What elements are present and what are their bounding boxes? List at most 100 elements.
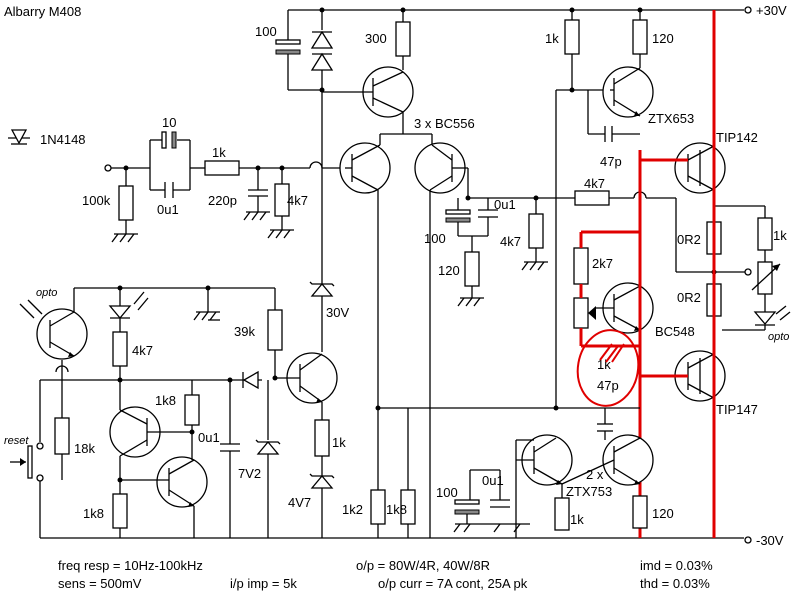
resistor-300 xyxy=(395,21,411,57)
diode-legend-symbol xyxy=(8,129,30,145)
label-cap-0u1-prot: 0u1 xyxy=(198,430,220,445)
resistor-1k-top xyxy=(564,19,580,55)
label-4k7-opto: 4k7 xyxy=(132,343,153,358)
input-terminal xyxy=(104,164,112,172)
label-cap-0u1-mid: 0u1 xyxy=(494,197,516,212)
label-100k: 100k xyxy=(82,193,111,208)
label-ztx653: ZTX653 xyxy=(648,111,694,126)
label-cap-100-mid: 100 xyxy=(424,231,446,246)
transistor-ztx753-b xyxy=(602,434,654,486)
resistor-18k xyxy=(54,417,70,455)
spec-thd: thd = 0.03% xyxy=(640,576,710,591)
label-cap-0u1-bottom: 0u1 xyxy=(482,473,504,488)
diode-top-2 xyxy=(310,52,334,71)
led-indicator xyxy=(108,305,132,320)
resistor-4k7-mid xyxy=(528,213,544,249)
negative-rail-label: -30V xyxy=(756,533,784,548)
label-4k7-in: 4k7 xyxy=(287,193,308,208)
label-39k: 39k xyxy=(234,324,255,339)
label-reset: reset xyxy=(4,435,29,447)
label-cap-100-top: 100 xyxy=(255,24,277,39)
label-1k2: 1k2 xyxy=(342,502,363,517)
label-220p: 220p xyxy=(208,193,237,208)
label-tip142: TIP142 xyxy=(716,130,758,145)
ground-100k xyxy=(111,233,138,243)
transistor-prot-b xyxy=(156,456,208,508)
label-2k7: 2k7 xyxy=(592,256,613,271)
resistor-1k8-c xyxy=(112,493,128,529)
negative-terminal xyxy=(744,536,752,544)
opto-led-right xyxy=(753,311,777,326)
label-ztx753-2: ZTX753 xyxy=(566,484,612,499)
label-18k: 18k xyxy=(74,441,95,456)
resistor-1k-right xyxy=(757,217,773,251)
label-120-bottom: 120 xyxy=(652,506,674,521)
label-bc548: BC548 xyxy=(655,324,695,339)
spec-output-current: o/p curr = 7A cont, 25A pk xyxy=(378,576,528,591)
label-ztx753-1: 2 x xyxy=(586,467,604,482)
label-bc556: 3 x BC556 xyxy=(414,116,475,131)
label-120-mid: 120 xyxy=(438,263,460,278)
resistor-1k2 xyxy=(370,489,386,525)
resistor-1k8-b xyxy=(184,394,200,426)
cap-10-plate xyxy=(161,131,167,149)
resistor-1k-zener xyxy=(314,419,330,457)
resistor-120-bottom xyxy=(632,495,648,529)
label-1k8-c: 1k8 xyxy=(83,506,104,521)
resistor-4k7-feedback xyxy=(574,190,610,206)
label-4k7-mid: 4k7 xyxy=(500,234,521,249)
label-47p-top: 47p xyxy=(600,154,622,169)
resistor-100k xyxy=(118,185,134,221)
label-0r2-b: 0R2 xyxy=(677,290,701,305)
label-4k7-fb: 4k7 xyxy=(584,176,605,191)
spec-output-power: o/p = 80W/4R, 40W/8R xyxy=(356,558,490,573)
label-1k8-b: 1k8 xyxy=(155,393,176,408)
spec-ip-imp: i/p imp = 5k xyxy=(230,576,297,591)
label-1k-zener: 1k xyxy=(332,435,346,450)
zener-7v2 xyxy=(256,440,280,455)
label-1k-in: 1k xyxy=(212,145,226,160)
red-circle-highlight xyxy=(576,329,640,407)
resistor-39k xyxy=(267,309,283,351)
label-cap-10: 10 xyxy=(162,115,176,130)
spec-sens: sens = 500mV xyxy=(58,576,142,591)
resistor-2k7 xyxy=(573,247,589,285)
opto-transistor-left xyxy=(36,308,88,360)
diode-top-1 xyxy=(310,30,334,49)
label-opto-left: opto xyxy=(36,287,57,299)
reset-switch-button[interactable] xyxy=(27,445,33,479)
schematic-title: Albarry M408 xyxy=(4,4,81,19)
zener-30v xyxy=(310,282,334,297)
positive-rail-label: +30V xyxy=(756,3,787,18)
label-zener-30v: 30V xyxy=(326,305,349,320)
reset-switch-contact-bottom xyxy=(36,474,44,482)
zener-4v7 xyxy=(310,474,334,489)
positive-terminal xyxy=(744,6,752,14)
resistor-120-mid xyxy=(464,251,480,287)
resistor-1k-bottom xyxy=(554,497,570,531)
resistor-1k-in xyxy=(204,160,240,176)
diode-protection xyxy=(242,370,259,390)
resistor-120-top xyxy=(632,19,648,55)
label-tip147: TIP147 xyxy=(716,402,758,417)
label-opto-right: opto xyxy=(768,331,789,343)
label-cap-100-bottom: 100 xyxy=(436,485,458,500)
label-120-top: 120 xyxy=(652,31,674,46)
reset-switch-contact-top xyxy=(36,442,44,450)
resistor-4k7-opto xyxy=(112,331,128,367)
label-1k-bottom: 1k xyxy=(570,512,584,527)
spec-imd: imd = 0.03% xyxy=(640,558,713,573)
label-zener-4v7: 4V7 xyxy=(288,495,311,510)
label-1k8-a: 1k8 xyxy=(386,502,407,517)
output-terminal xyxy=(744,268,752,276)
label-1k-top: 1k xyxy=(545,31,559,46)
spec-freq-resp: freq resp = 10Hz-100kHz xyxy=(58,558,203,573)
diode-legend-label: 1N4148 xyxy=(40,132,86,147)
label-47p-bias: 47p xyxy=(597,378,619,393)
label-1k-right: 1k xyxy=(773,228,787,243)
label-zener-7v2: 7V2 xyxy=(238,466,261,481)
label-0r2-a: 0R2 xyxy=(677,232,701,247)
label-300: 300 xyxy=(365,31,387,46)
preset-pot-bias xyxy=(573,297,589,329)
